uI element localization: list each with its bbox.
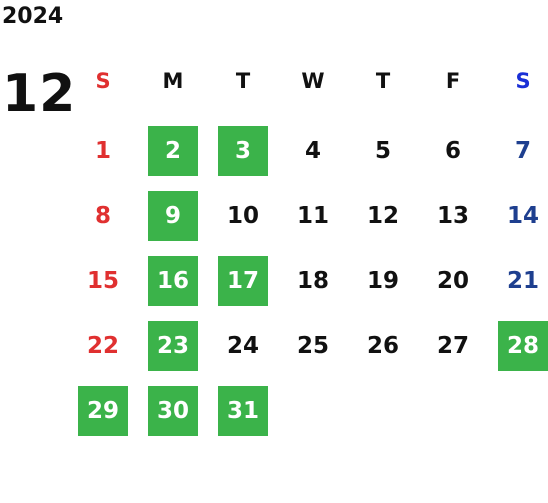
day-cell-highlighted: 3 bbox=[218, 126, 268, 176]
weekday-wednesday: W bbox=[301, 69, 325, 93]
day-cell-highlighted: 9 bbox=[148, 191, 198, 241]
day-cell-highlighted: 23 bbox=[148, 321, 198, 371]
day-cell: 12 bbox=[366, 203, 399, 229]
day-cell: 26 bbox=[366, 333, 399, 359]
day-cell: 14 bbox=[506, 203, 539, 229]
day-cell: 24 bbox=[226, 333, 259, 359]
week-row: 15 16 17 18 19 20 21 bbox=[68, 256, 548, 306]
day-cell: 5 bbox=[374, 138, 391, 164]
week-row: 22 23 24 25 26 27 28 bbox=[68, 321, 548, 371]
day-cell: 4 bbox=[304, 138, 321, 164]
year-label: 2024 bbox=[2, 4, 64, 29]
weekday-monday: M bbox=[162, 69, 184, 93]
day-cell: 27 bbox=[436, 333, 469, 359]
day-cell-highlighted: 31 bbox=[218, 386, 268, 436]
day-cell-highlighted: 16 bbox=[148, 256, 198, 306]
day-cell: 22 bbox=[86, 333, 119, 359]
day-cell: 20 bbox=[436, 268, 469, 294]
day-cell: 18 bbox=[296, 268, 329, 294]
day-cell-highlighted: 30 bbox=[148, 386, 198, 436]
day-cell: 10 bbox=[226, 203, 259, 229]
weekday-saturday: S bbox=[515, 69, 531, 93]
weekday-header-row: S M T W T F S bbox=[68, 56, 548, 106]
day-cell: 7 bbox=[514, 138, 531, 164]
day-cell: 15 bbox=[86, 268, 119, 294]
day-cell-highlighted: 17 bbox=[218, 256, 268, 306]
day-cell: 19 bbox=[366, 268, 399, 294]
week-row: 8 9 10 11 12 13 14 bbox=[68, 191, 548, 241]
day-cell: 6 bbox=[444, 138, 461, 164]
day-cell-highlighted: 2 bbox=[148, 126, 198, 176]
day-cell: 1 bbox=[94, 138, 111, 164]
day-cell: 25 bbox=[296, 333, 329, 359]
weekday-friday: F bbox=[445, 69, 461, 93]
day-cell: 13 bbox=[436, 203, 469, 229]
week-row: 29 30 31 bbox=[68, 386, 548, 436]
day-cell: 21 bbox=[506, 268, 539, 294]
day-cell-highlighted: 28 bbox=[498, 321, 548, 371]
day-cell: 11 bbox=[296, 203, 329, 229]
day-cell-highlighted: 29 bbox=[78, 386, 128, 436]
month-number: 12 bbox=[2, 64, 77, 124]
weekday-thursday: T bbox=[375, 69, 391, 93]
weekday-sunday: S bbox=[95, 69, 111, 93]
day-cell: 8 bbox=[94, 203, 111, 229]
weekday-tuesday: T bbox=[235, 69, 251, 93]
